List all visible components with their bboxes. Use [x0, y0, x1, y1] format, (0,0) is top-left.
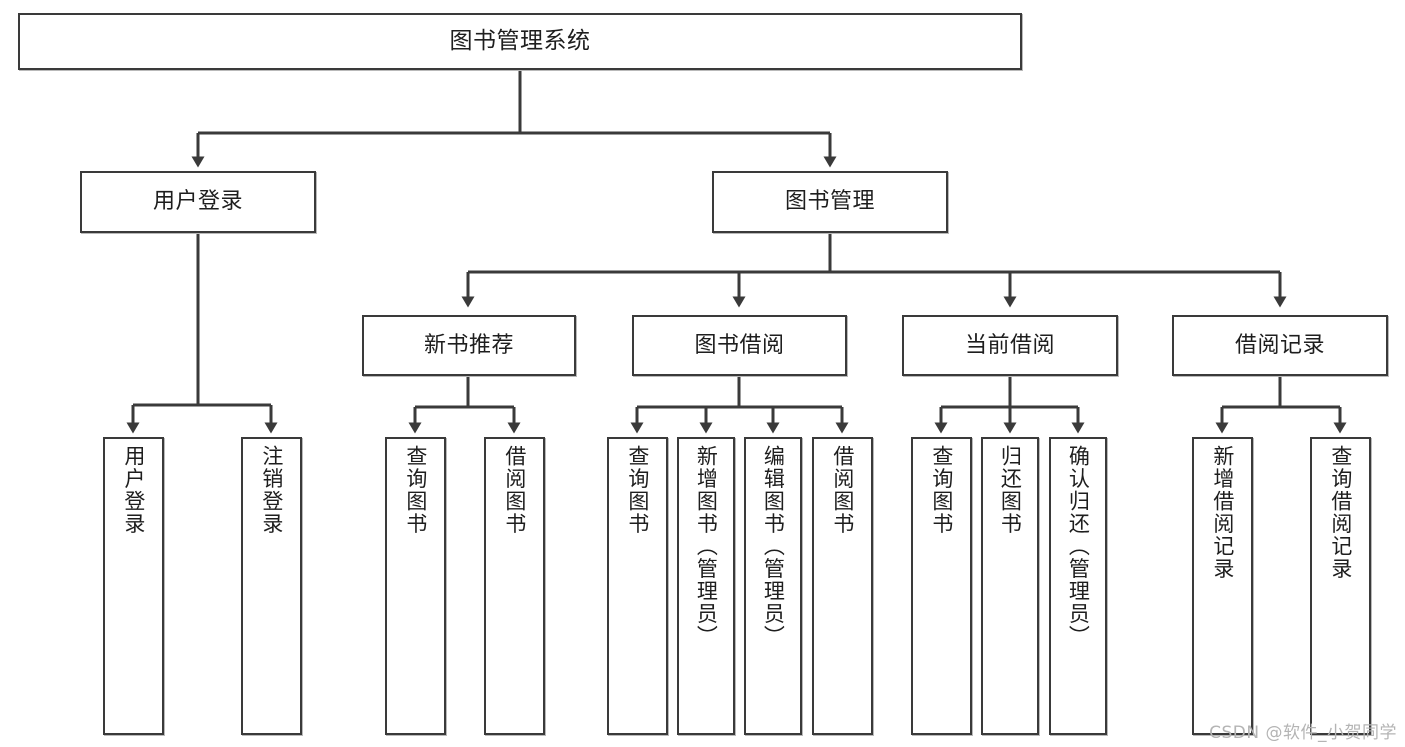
node-leaf-borrow-add-book-admin[interactable]: 新增图书（管理员） [677, 437, 735, 735]
node-label: 借阅图书 [830, 445, 855, 535]
node-leaf-record-query[interactable]: 查询借阅记录 [1310, 437, 1371, 735]
node-label: 用户登录 [121, 445, 146, 535]
node-label: 图书管理 [784, 189, 875, 215]
node-label: 当前借阅 [964, 332, 1055, 358]
node-leaf-borrow-edit-book-admin[interactable]: 编辑图书（管理员） [744, 437, 802, 735]
node-label: 新增图书（管理员） [694, 445, 719, 648]
node-label: 查询图书 [929, 445, 954, 535]
node-leaf-borrow-query-book[interactable]: 查询图书 [607, 437, 668, 735]
node-book-manage[interactable]: 图书管理 [712, 171, 948, 233]
node-leaf-current-confirm-return-admin[interactable]: 确认归还（管理员） [1049, 437, 1107, 735]
node-root-system[interactable]: 图书管理系统 [18, 13, 1022, 70]
node-leaf-user-login[interactable]: 用户登录 [103, 437, 164, 735]
watermark: CSDN @软件_小贺同学 [1209, 723, 1397, 743]
node-label: 确认归还（管理员） [1066, 445, 1091, 648]
node-label: 查询图书 [625, 445, 650, 535]
node-book-borrow[interactable]: 图书借阅 [632, 315, 847, 376]
node-label: 借阅图书 [502, 445, 527, 535]
node-label: 新增借阅记录 [1210, 445, 1235, 580]
node-label: 注销登录 [259, 445, 284, 535]
node-label: 编辑图书（管理员） [761, 445, 786, 648]
node-label: 图书管理系统 [449, 28, 591, 55]
node-label: 用户登录 [152, 189, 243, 215]
node-leaf-record-add[interactable]: 新增借阅记录 [1192, 437, 1253, 735]
node-label: 新书推荐 [423, 332, 514, 358]
node-leaf-current-return-book[interactable]: 归还图书 [981, 437, 1039, 735]
node-leaf-borrow-borrow-book[interactable]: 借阅图书 [812, 437, 873, 735]
node-user-login[interactable]: 用户登录 [80, 171, 316, 233]
node-label: 图书借阅 [694, 332, 785, 358]
node-leaf-recommend-borrow-book[interactable]: 借阅图书 [484, 437, 545, 735]
node-new-book-recommend[interactable]: 新书推荐 [362, 315, 576, 376]
node-label: 归还图书 [998, 445, 1023, 535]
node-label: 借阅记录 [1234, 332, 1325, 358]
node-borrow-record[interactable]: 借阅记录 [1172, 315, 1388, 376]
node-leaf-user-logout[interactable]: 注销登录 [241, 437, 302, 735]
node-leaf-current-query-book[interactable]: 查询图书 [911, 437, 972, 735]
node-current-borrow[interactable]: 当前借阅 [902, 315, 1118, 376]
node-label: 查询图书 [403, 445, 428, 535]
node-label: 查询借阅记录 [1328, 445, 1353, 580]
node-leaf-recommend-query-book[interactable]: 查询图书 [385, 437, 446, 735]
